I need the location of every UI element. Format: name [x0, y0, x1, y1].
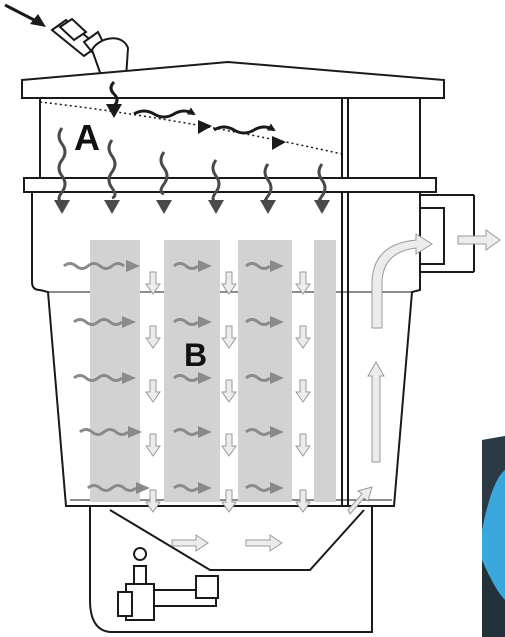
drain-valve-icon: [118, 548, 218, 620]
tank-lid: [22, 62, 444, 98]
zone-a-label: A: [74, 117, 100, 158]
filter-media: [90, 240, 336, 502]
outlet-pipe-icon: [420, 208, 444, 264]
media-column-3: [238, 240, 292, 502]
corner-photo: [482, 436, 505, 637]
bottom-flow-arrows: [172, 535, 282, 551]
zone-b-label: B: [184, 337, 207, 373]
media-column-1: [90, 240, 140, 502]
inlet-arrow: [5, 5, 46, 27]
media-column-4: [314, 240, 336, 502]
